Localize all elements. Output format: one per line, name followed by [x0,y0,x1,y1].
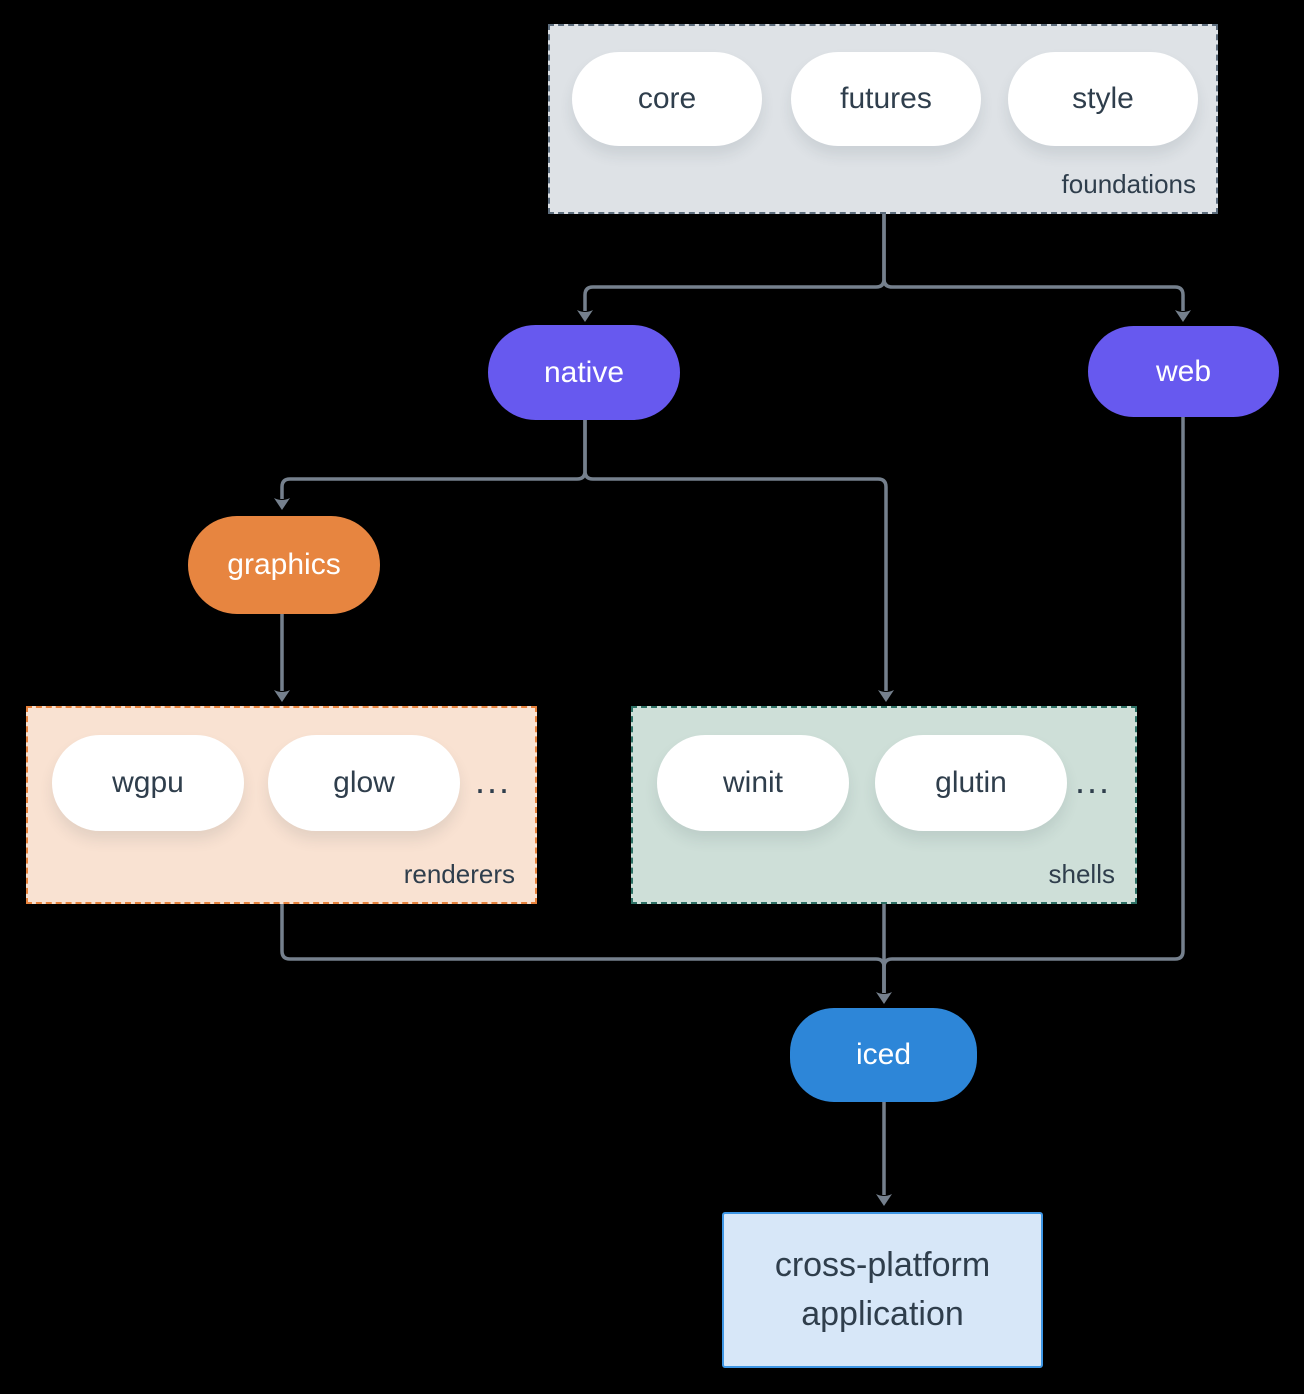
node-native: native [488,325,680,420]
node-style: style [1008,52,1198,146]
node-futures: futures [791,52,981,146]
node-graphics: graphics [188,516,380,614]
node-glow: glow [268,735,460,831]
node-core: core [572,52,762,146]
group-label-foundations: foundations [1061,169,1196,199]
node-iced: iced [790,1008,977,1102]
shells-ellipsis: ... [1074,760,1111,801]
node-web: web [1088,326,1279,417]
application-label-line2: application [801,1295,964,1333]
application-label-line1: cross-platform [774,1246,991,1284]
node-winit: winit [657,735,849,831]
group-label-renderers: renderers [403,859,515,889]
node-application: cross-platform application [722,1212,1043,1368]
group-foundations: core futures style foundations [548,24,1218,214]
group-label-shells: shells [1048,859,1115,889]
renderers-ellipsis: ... [474,760,511,801]
group-renderers: wgpu glow ... renderers [26,706,537,904]
node-wgpu: wgpu [52,735,244,831]
node-glutin: glutin [875,735,1067,831]
group-shells: winit glutin ... shells [631,706,1137,904]
